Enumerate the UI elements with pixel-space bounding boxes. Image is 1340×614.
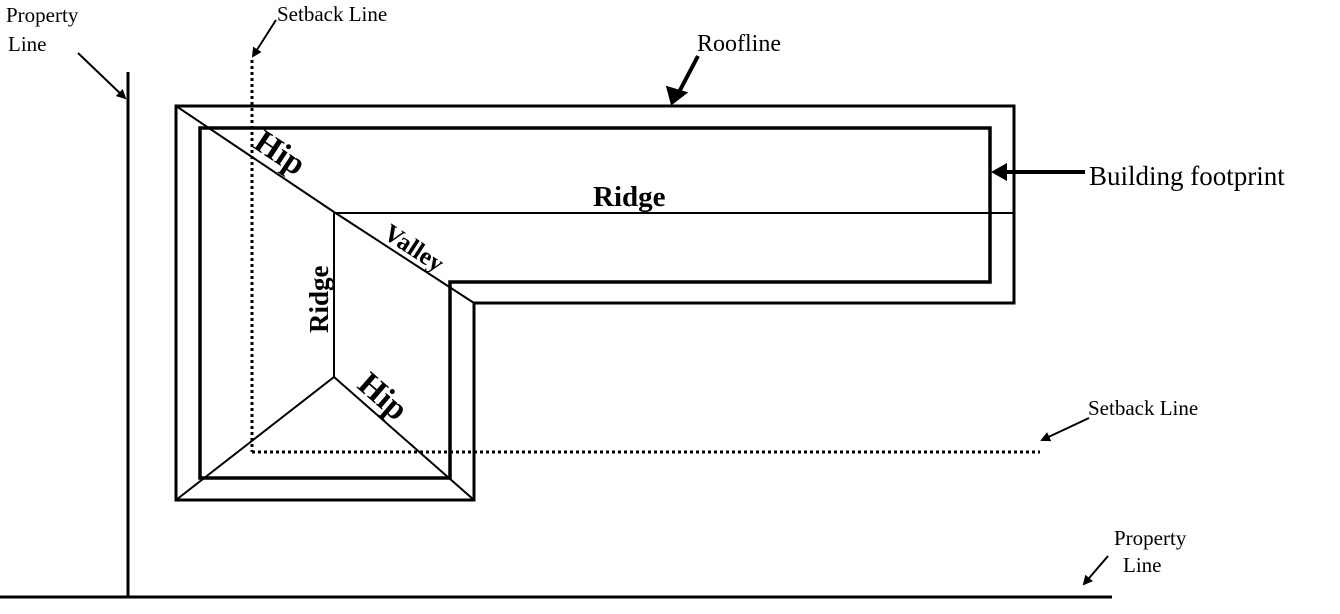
hip-bottom-label: Hip (351, 366, 415, 428)
property-line-left-label-line1: Property (6, 3, 79, 27)
roofline-arrow (665, 55, 700, 106)
property-line-bottom-arrow (1082, 555, 1109, 586)
hip-top-label: Hip (248, 124, 312, 183)
setback-line-top-arrow (251, 19, 277, 58)
building-footprint-label: Building footprint (1089, 161, 1285, 191)
setback-line-top-label: Setback Line (277, 2, 387, 26)
property-line-left-label: Property Line (6, 3, 84, 56)
ridge-vertical-label: Ridge (304, 265, 334, 333)
setback-line-right-arrow (1040, 417, 1090, 442)
hip-line-top (175, 105, 335, 213)
hip-line-bottom-right (333, 376, 475, 501)
building-footprint-outline (198, 126, 992, 480)
roofline-label: Roofline (697, 31, 781, 57)
hip-line-bottom-left (175, 376, 335, 501)
property-line-left-arrow (77, 52, 127, 100)
ridge-main-label: Ridge (593, 181, 666, 213)
valley-label: Valley (379, 219, 449, 278)
setback-line-right-label: Setback Line (1088, 396, 1198, 420)
building-footprint-arrow (991, 163, 1085, 181)
valley-line (333, 211, 475, 304)
property-line-bottom-label-line1: Property (1114, 526, 1187, 550)
property-line-bottom-label: Property Line (1114, 526, 1192, 577)
property-line-left-label-line2: Line (8, 32, 46, 56)
property-line-bottom-label-line2: Line (1123, 553, 1161, 577)
